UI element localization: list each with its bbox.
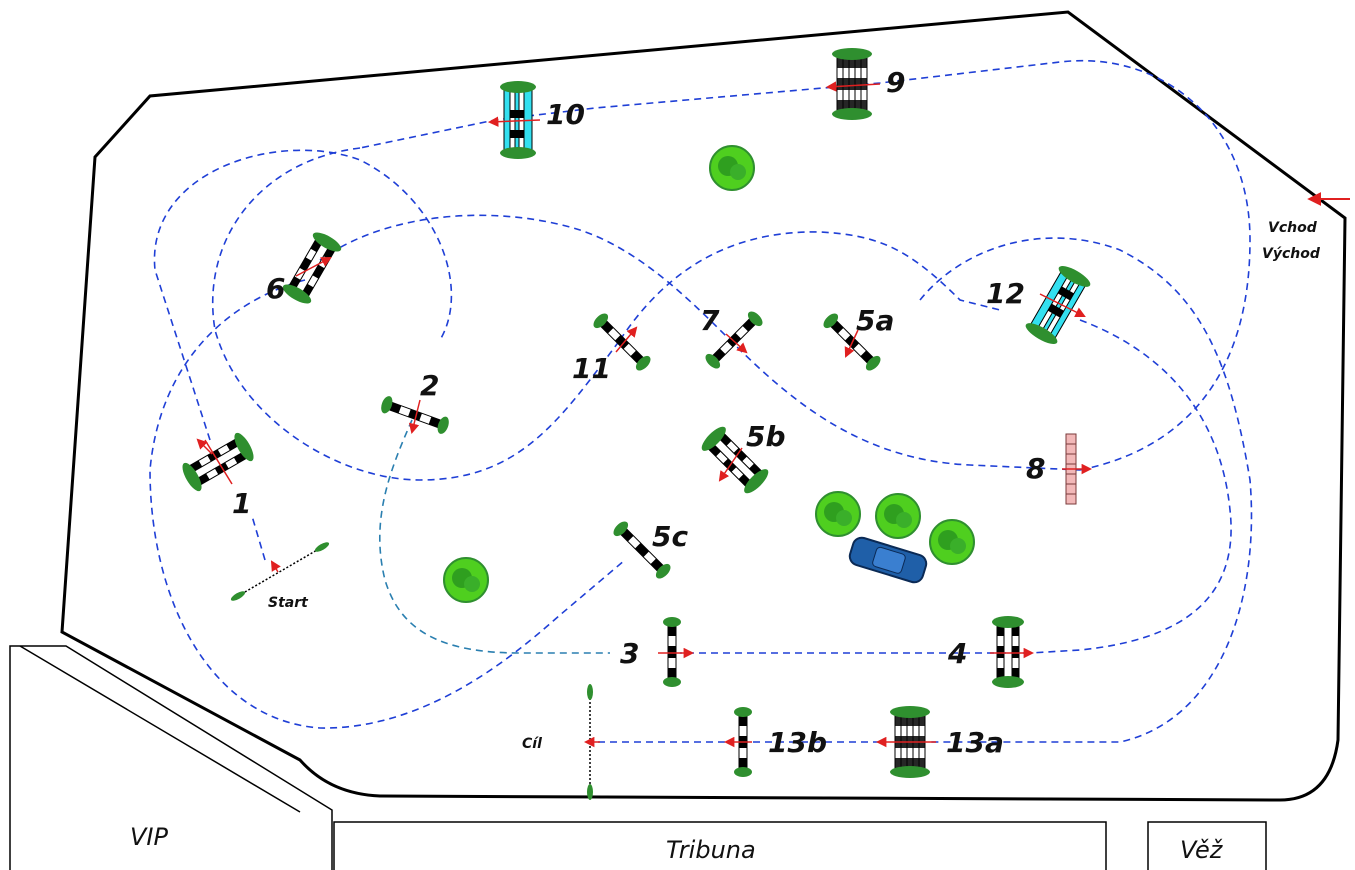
obstacle-label-13a: 13a <box>946 726 1004 759</box>
obstacle-7 <box>702 308 766 372</box>
obstacle-label-8: 8 <box>1026 452 1045 485</box>
obstacle-label-11: 11 <box>572 352 611 385</box>
tree-icon <box>875 493 921 539</box>
obstacle-11 <box>590 310 654 374</box>
tree-icon <box>443 557 489 603</box>
tree-icon <box>709 145 755 191</box>
obstacle-8 <box>1062 433 1093 505</box>
obstacle-12 <box>1022 261 1094 349</box>
obstacle-5a <box>820 310 884 374</box>
vez-label: Věž <box>1180 836 1224 864</box>
finish-label: Cíl <box>522 736 542 752</box>
entrance-label-1: Vchod <box>1268 220 1318 236</box>
obstacle-label-5c: 5c <box>652 520 688 553</box>
car-icon <box>848 536 928 584</box>
obstacle-label-13b: 13b <box>768 726 827 759</box>
obstacle-label-4: 4 <box>947 637 967 670</box>
finish-line <box>583 684 600 800</box>
vez-building <box>1147 821 1267 870</box>
obstacle-2 <box>378 394 452 436</box>
obstacle-1 <box>178 429 258 495</box>
obstacle-5b <box>697 422 773 498</box>
obstacle-13a <box>875 705 936 779</box>
obstacle-4 <box>990 615 1035 689</box>
obstacle-6 <box>279 228 345 308</box>
obstacle-3 <box>658 616 695 688</box>
obstacle-label-3: 3 <box>620 637 639 670</box>
course-route <box>149 59 1253 743</box>
start-label: Start <box>268 595 309 611</box>
entrance-label-2: Východ <box>1262 246 1321 262</box>
obstacle-label-7: 7 <box>700 304 720 337</box>
tree-icon <box>815 491 861 537</box>
obstacle-label-9: 9 <box>886 66 905 99</box>
obstacle-9 <box>825 47 881 121</box>
start-line <box>230 542 330 601</box>
tribuna-label: Tribuna <box>666 836 756 864</box>
obstacle-label-5a: 5a <box>856 304 894 337</box>
tree-icon <box>929 519 975 565</box>
obstacle-label-2: 2 <box>420 369 439 402</box>
obstacle-10 <box>487 80 541 160</box>
vip-building <box>9 645 333 870</box>
obstacle-label-5b: 5b <box>746 420 786 453</box>
obstacle-label-10: 10 <box>546 98 585 131</box>
obstacle-label-1: 1 <box>232 487 251 520</box>
vip-label: VIP <box>130 823 168 851</box>
obstacle-label-12: 12 <box>986 277 1025 310</box>
arena-boundary <box>60 10 1347 802</box>
obstacle-13b <box>723 706 753 778</box>
tribuna-building <box>333 821 1107 870</box>
obstacle-label-6: 6 <box>266 272 285 305</box>
